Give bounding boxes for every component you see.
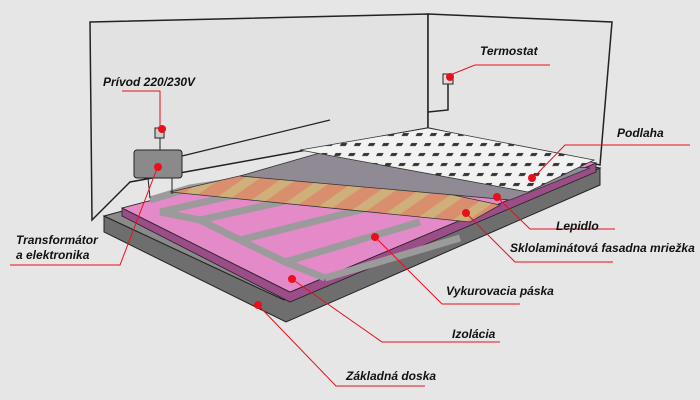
marker-mriezka (462, 209, 470, 217)
label-transformator-line1: Transformátor (16, 233, 98, 247)
label-doska: Základná doska (346, 369, 437, 383)
label-lepidlo: Lepidlo (556, 219, 599, 233)
label-mriezka: Sklolaminátová fasadna mriežka (510, 241, 695, 255)
leader-lines (10, 64, 690, 387)
markers (154, 73, 536, 309)
marker-lepidlo (493, 193, 501, 201)
label-transformator-line2: a elektronika (16, 248, 90, 262)
label-izolacia: Izolácia (452, 327, 496, 341)
marker-doska (254, 301, 262, 309)
marker-transformator (154, 163, 162, 171)
marker-paska (371, 233, 379, 241)
marker-termostat (446, 73, 454, 81)
label-termostat: Termostat (480, 44, 538, 58)
floor-tile-layer (299, 127, 596, 193)
marker-izolacia (288, 275, 296, 283)
label-paska: Vykurovacia páska (446, 284, 554, 298)
marker-podlaha (528, 174, 536, 182)
label-podlaha: Podlaha (617, 126, 664, 140)
marker-privod (158, 125, 166, 133)
label-privod: Prívod 220/230V (103, 75, 196, 89)
